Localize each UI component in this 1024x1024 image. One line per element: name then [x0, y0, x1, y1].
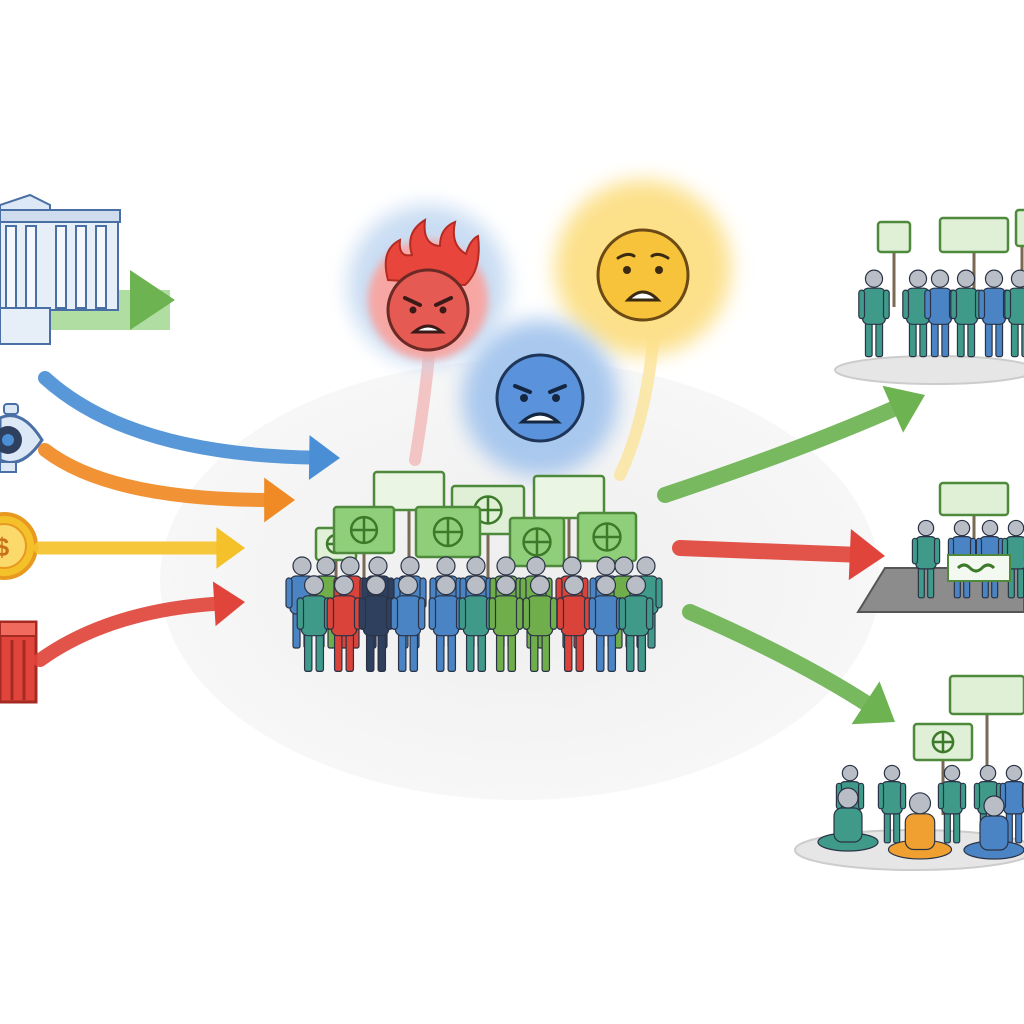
anger-emotion-bubble	[348, 205, 508, 365]
seated-protester-figure	[817, 787, 879, 852]
protester-figure	[902, 269, 934, 358]
sad-face-icon	[495, 353, 585, 443]
arrow-crisis-to-crowd	[33, 581, 245, 667]
arrow-crowd-to-rally	[672, 528, 885, 581]
government-building-icon	[0, 193, 175, 345]
protester-figure	[999, 764, 1024, 844]
protester-figure	[326, 575, 362, 673]
protest-sign	[576, 511, 638, 616]
protester-figure	[296, 575, 332, 673]
protest-sign	[948, 674, 1024, 769]
banner-rally-icon	[856, 481, 1024, 613]
svg-text:$: $	[0, 532, 10, 562]
protester-figure	[618, 575, 654, 673]
seated-protester-figure	[963, 795, 1024, 860]
eye-icon	[0, 403, 44, 473]
rally-banner	[947, 554, 1011, 582]
arrow-government-to-crowd	[38, 371, 340, 480]
protester-figure	[950, 269, 982, 358]
angry-face-icon	[386, 268, 470, 352]
arrow-surveillance-to-crowd	[38, 443, 295, 523]
protester-figure	[858, 269, 890, 358]
protester-figure	[556, 575, 592, 673]
protest-sign	[876, 220, 912, 307]
protester-figure	[588, 575, 624, 673]
sit-in-protest-icon	[794, 674, 1024, 871]
arrow-crowd-to-sitin	[682, 604, 895, 725]
red-box-icon	[0, 620, 38, 704]
protester-figure	[937, 764, 967, 844]
protester-figure	[358, 575, 394, 673]
protester-figure	[390, 575, 426, 673]
sadness-emotion-bubble	[462, 320, 618, 476]
outcome-arrows	[657, 385, 925, 725]
protester-figure	[911, 519, 941, 599]
marching-protesters-icon	[834, 208, 1024, 385]
protester-figure	[488, 575, 524, 673]
protester-figure	[522, 575, 558, 673]
protest-sign	[912, 722, 974, 815]
arrow-economy-to-crowd	[33, 527, 245, 569]
central-protest-signs	[314, 470, 638, 621]
protest-sign	[372, 470, 446, 565]
seated-protester-figure	[887, 792, 953, 860]
protester-figure	[877, 764, 907, 844]
central-protest-crowd	[285, 556, 663, 673]
protester-figure	[1004, 269, 1024, 358]
fear-emotion-bubble	[555, 180, 731, 356]
worried-face-icon	[596, 228, 690, 322]
input-arrows	[33, 371, 340, 667]
dollar-coin-icon: $	[0, 512, 38, 580]
arrow-crowd-to-march	[657, 385, 925, 503]
